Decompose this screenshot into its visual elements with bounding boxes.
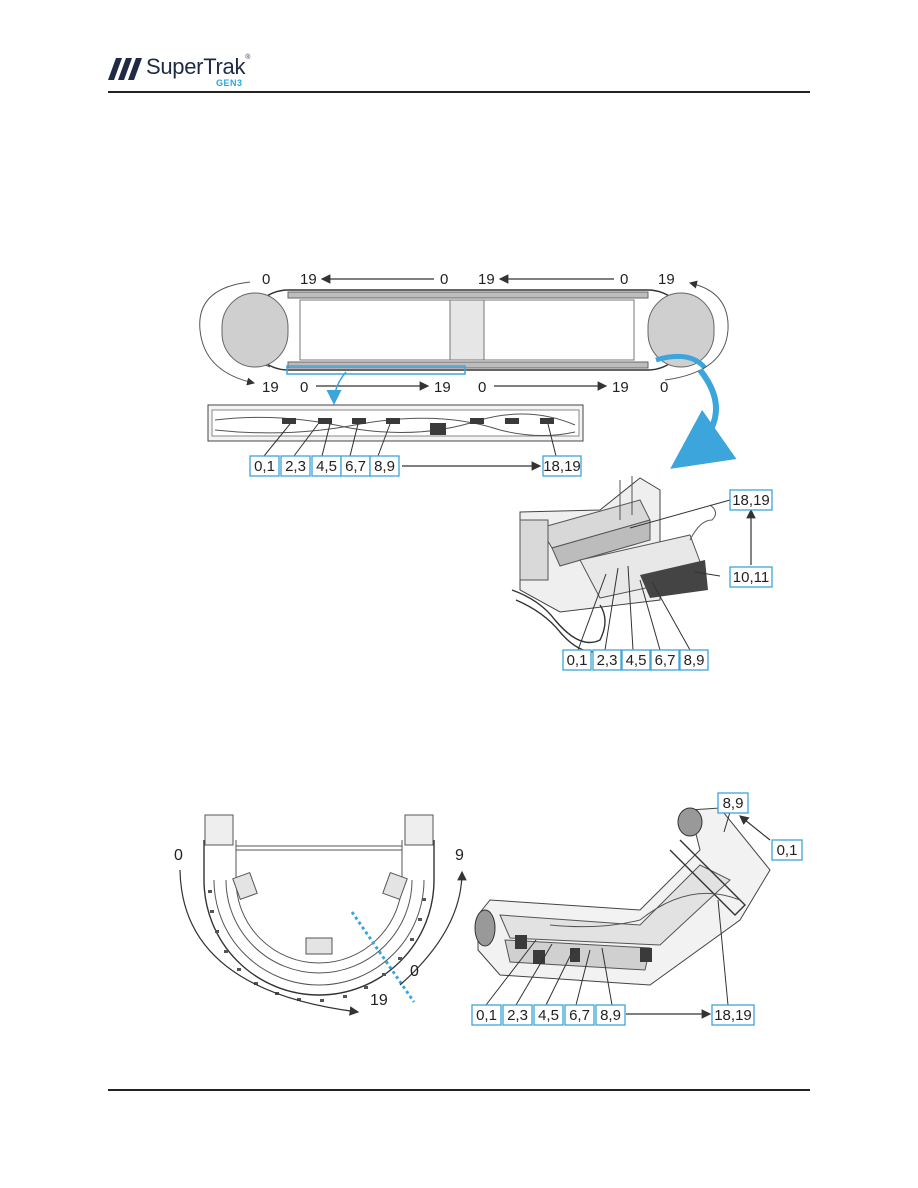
sensor-box-label: 8,9 <box>374 458 395 475</box>
sensor-box <box>502 1004 533 1026</box>
track-label: 19 <box>658 271 675 288</box>
brand-name: SuperTrak® <box>146 54 251 79</box>
track-label: 19 <box>434 379 451 396</box>
sensor-box <box>729 566 773 588</box>
sensor-box-label: 2,3 <box>507 1007 528 1024</box>
footer-rule <box>108 1089 810 1091</box>
sensor-box-label: 4,5 <box>316 458 337 475</box>
curve-top-view <box>179 814 467 1016</box>
sensor-box-label: 0,1 <box>567 652 588 669</box>
sensor-box-label: 8,9 <box>600 1007 621 1024</box>
track-label: 0 <box>262 271 270 288</box>
angled-section-iso <box>474 807 771 986</box>
sensor-box-label: 8,9 <box>684 652 705 669</box>
sensor-box <box>621 649 651 671</box>
sensor-box <box>711 1004 755 1026</box>
curve-label: 9 <box>455 847 464 864</box>
sensor-box-label: 8,9 <box>723 795 744 812</box>
sensor-box <box>280 455 311 477</box>
curve-highlight <box>655 353 707 370</box>
sensor-box-label: 4,5 <box>626 652 647 669</box>
track-label: 0 <box>300 379 308 396</box>
sensor-box <box>650 649 680 671</box>
sensor-box-label: 2,3 <box>285 458 306 475</box>
track-label: 0 <box>478 379 486 396</box>
sensor-box-label: 2,3 <box>597 652 618 669</box>
sensor-box <box>249 455 280 477</box>
sensor-box <box>592 649 622 671</box>
track-label: 0 <box>440 271 448 288</box>
sensor-box-label: 6,7 <box>655 652 676 669</box>
sensor-box-label: 6,7 <box>345 458 366 475</box>
sensor-box <box>562 649 592 671</box>
angled-box-group: 8,9 0,1 0,1 2,3 4,5 6,7 8,9 18,19 <box>471 792 803 1026</box>
track-magnets <box>208 890 426 1002</box>
sensor-box-label: 18,19 <box>714 1007 752 1024</box>
sensor-box <box>717 792 749 814</box>
sensor-box <box>679 649 709 671</box>
track-overview <box>199 280 729 386</box>
curve-label: 0 <box>174 847 183 864</box>
brand-generation: GEN3 <box>216 78 243 88</box>
sensor-box <box>542 455 582 477</box>
track-label: 19 <box>262 379 279 396</box>
sensor-box-label: 6,7 <box>569 1007 590 1024</box>
sensor-box-label: 18,19 <box>543 458 581 475</box>
sensor-box-label: 0,1 <box>476 1007 497 1024</box>
sensor-box-label: 10,11 <box>733 569 769 586</box>
track-label: 0 <box>660 379 668 396</box>
track-label: 19 <box>478 271 495 288</box>
track-label: 19 <box>300 271 317 288</box>
straight-section-detail <box>207 404 584 442</box>
sensor-box <box>729 489 773 511</box>
sensor-box-label: 4,5 <box>538 1007 559 1024</box>
straight-highlight <box>286 365 466 375</box>
header-rule <box>108 91 810 93</box>
curve-label: 0 <box>410 963 419 980</box>
straight-leaders <box>263 423 557 457</box>
curve-label: 19 <box>370 992 388 1009</box>
track-label: 0 <box>620 271 628 288</box>
curve-leaders <box>577 499 756 651</box>
sensor-box <box>564 1004 595 1026</box>
sensor-box-label: 0,1 <box>777 842 798 859</box>
sensor-box <box>595 1004 626 1026</box>
curve-box-group: 18,19 10,11 0,1 2,3 4,5 6,7 8,9 <box>562 489 773 671</box>
sensor-box <box>533 1004 564 1026</box>
track-label: 19 <box>612 379 629 396</box>
curve-section-detail <box>511 476 716 653</box>
straight-box-row: 0,1 2,3 4,5 6,7 8,9 18,19 <box>249 455 582 477</box>
sensor-box-label: 18,19 <box>732 492 770 509</box>
sensor-box <box>471 1004 502 1026</box>
supertrak-logo <box>108 52 278 88</box>
logo-stripes-icon <box>108 58 142 80</box>
sensor-box <box>771 839 803 861</box>
angled-leaders <box>485 811 771 1019</box>
sensor-box-label: 0,1 <box>254 458 275 475</box>
sensor-box <box>369 455 400 477</box>
split-line <box>350 911 416 1003</box>
